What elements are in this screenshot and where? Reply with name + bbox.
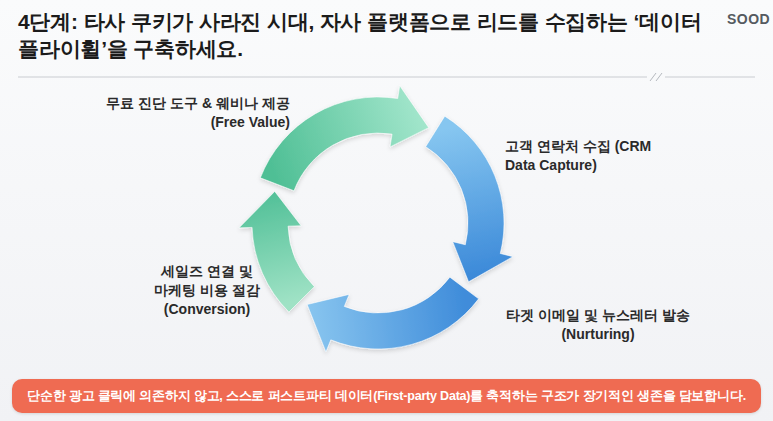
- caption-text: 단순한 광고 클릭에 의존하지 않고, 스스로 퍼스트파티 데이터(First-…: [27, 388, 746, 405]
- brand-label: SOOD: [727, 11, 770, 27]
- rule-segment: [18, 77, 647, 78]
- cycle-arrow: [426, 116, 513, 282]
- rule-segment: [665, 77, 755, 78]
- step-text: 세일즈 연결 및 마케팅 비용 절감 (Conversion): [143, 262, 271, 319]
- step-text: 무료 진단 도구 & 웨비나 제공 (Free Value): [83, 94, 290, 132]
- slide-title: 4단계: 타사 쿠키가 사라진 시대, 자사 플랫폼으로 리드를 수집하는 ‘데…: [18, 8, 708, 62]
- step-text: 고객 연락처 수집 (CRM Data Capture): [505, 137, 657, 175]
- break-mark: [650, 73, 656, 81]
- break-mark: [656, 73, 662, 81]
- step-text: 타겟 이메일 및 뉴스레터 발송 (Nurturing): [490, 306, 706, 344]
- step-label: 무료 진단 도구 & 웨비나 제공 (Free Value): [83, 94, 290, 132]
- step-label: 세일즈 연결 및 마케팅 비용 절감 (Conversion): [143, 262, 271, 319]
- cycle-arrow: [260, 86, 428, 191]
- step-label: 고객 연락처 수집 (CRM Data Capture): [505, 137, 657, 175]
- caption-banner: 단순한 광고 클릭에 의존하지 않고, 스스로 퍼스트파티 데이터(First-…: [12, 379, 761, 413]
- cycle-arrow: [307, 277, 478, 352]
- step-label: 타겟 이메일 및 뉴스레터 발송 (Nurturing): [490, 306, 706, 344]
- cycle-arrow: [239, 191, 314, 312]
